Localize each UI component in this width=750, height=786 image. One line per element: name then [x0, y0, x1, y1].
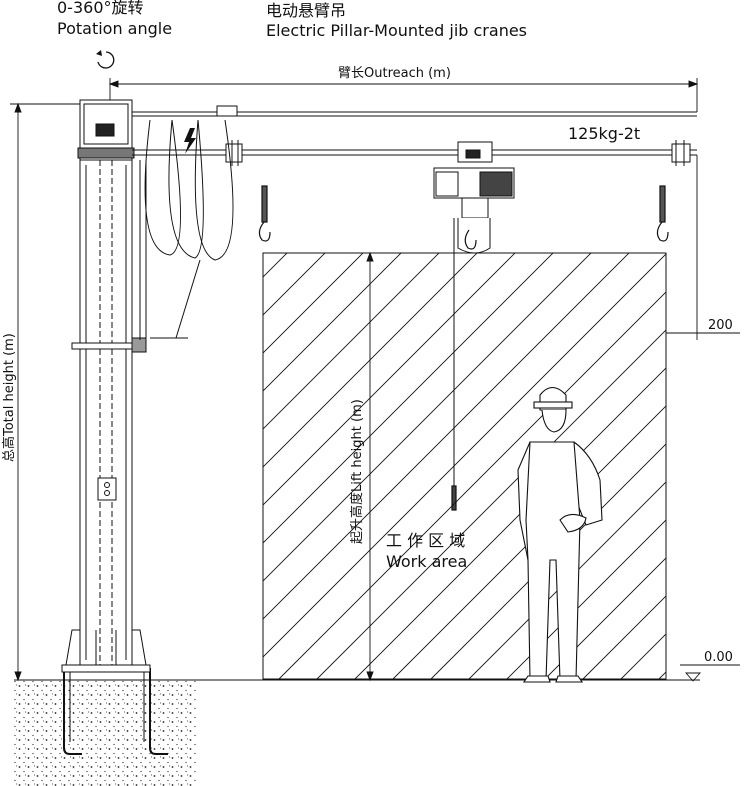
lift-height-label: 起升高度Lift height (m): [350, 399, 365, 544]
ground-level-label: 0.00: [704, 650, 733, 665]
title-en: Electric Pillar-Mounted jib cranes: [266, 21, 528, 40]
hook-icon: [258, 185, 669, 511]
hatch-line: [263, 253, 364, 354]
hatch-line: [278, 291, 666, 679]
clearance-label: 200: [708, 318, 733, 333]
hatch-line: [430, 443, 666, 679]
hatch-line: [658, 671, 666, 679]
hatch-line: [392, 405, 666, 679]
hatch-line: [263, 253, 592, 582]
worker-figure: [517, 386, 603, 683]
hatch-line: [582, 595, 666, 679]
hatch-line: [620, 633, 666, 679]
work-area-cn: 工 作 区 域: [386, 531, 466, 550]
hatch-line: [0, 253, 249, 679]
hatch-line: [263, 253, 554, 544]
hatch-line: [263, 253, 326, 316]
total-height-label: 总高Total height (m): [2, 333, 17, 462]
hatch-line: [263, 253, 402, 392]
control-box-icon: [97, 477, 117, 501]
hoist: [433, 141, 515, 500]
foundation: [14, 668, 196, 786]
electric-warning-icon: [184, 128, 196, 154]
outreach-label: 臂长Outreach (m): [338, 66, 451, 81]
hatch-line: [697, 253, 750, 679]
hatch-line: [263, 253, 516, 506]
work-area-en: Work area: [386, 552, 468, 571]
jib-arm: [132, 105, 697, 166]
pillar: [61, 99, 151, 673]
title-cn: 电动悬臂吊: [266, 1, 347, 20]
hatch-line: [263, 253, 478, 468]
rotation-range-label: 0-360°旋转: [57, 0, 144, 17]
dimension-lines: [10, 78, 740, 682]
rotation-arrow-icon: [97, 51, 115, 69]
hatch-line: [263, 253, 630, 620]
capacity-label: 125kg-2t: [568, 124, 641, 143]
hatch-line: [263, 253, 440, 430]
hatch-line: [544, 557, 666, 679]
rotation-en-label: Potation angle: [57, 19, 173, 38]
festoon-cables: [139, 119, 234, 340]
hatch-line: [263, 253, 288, 278]
hatch-line: [263, 253, 666, 658]
